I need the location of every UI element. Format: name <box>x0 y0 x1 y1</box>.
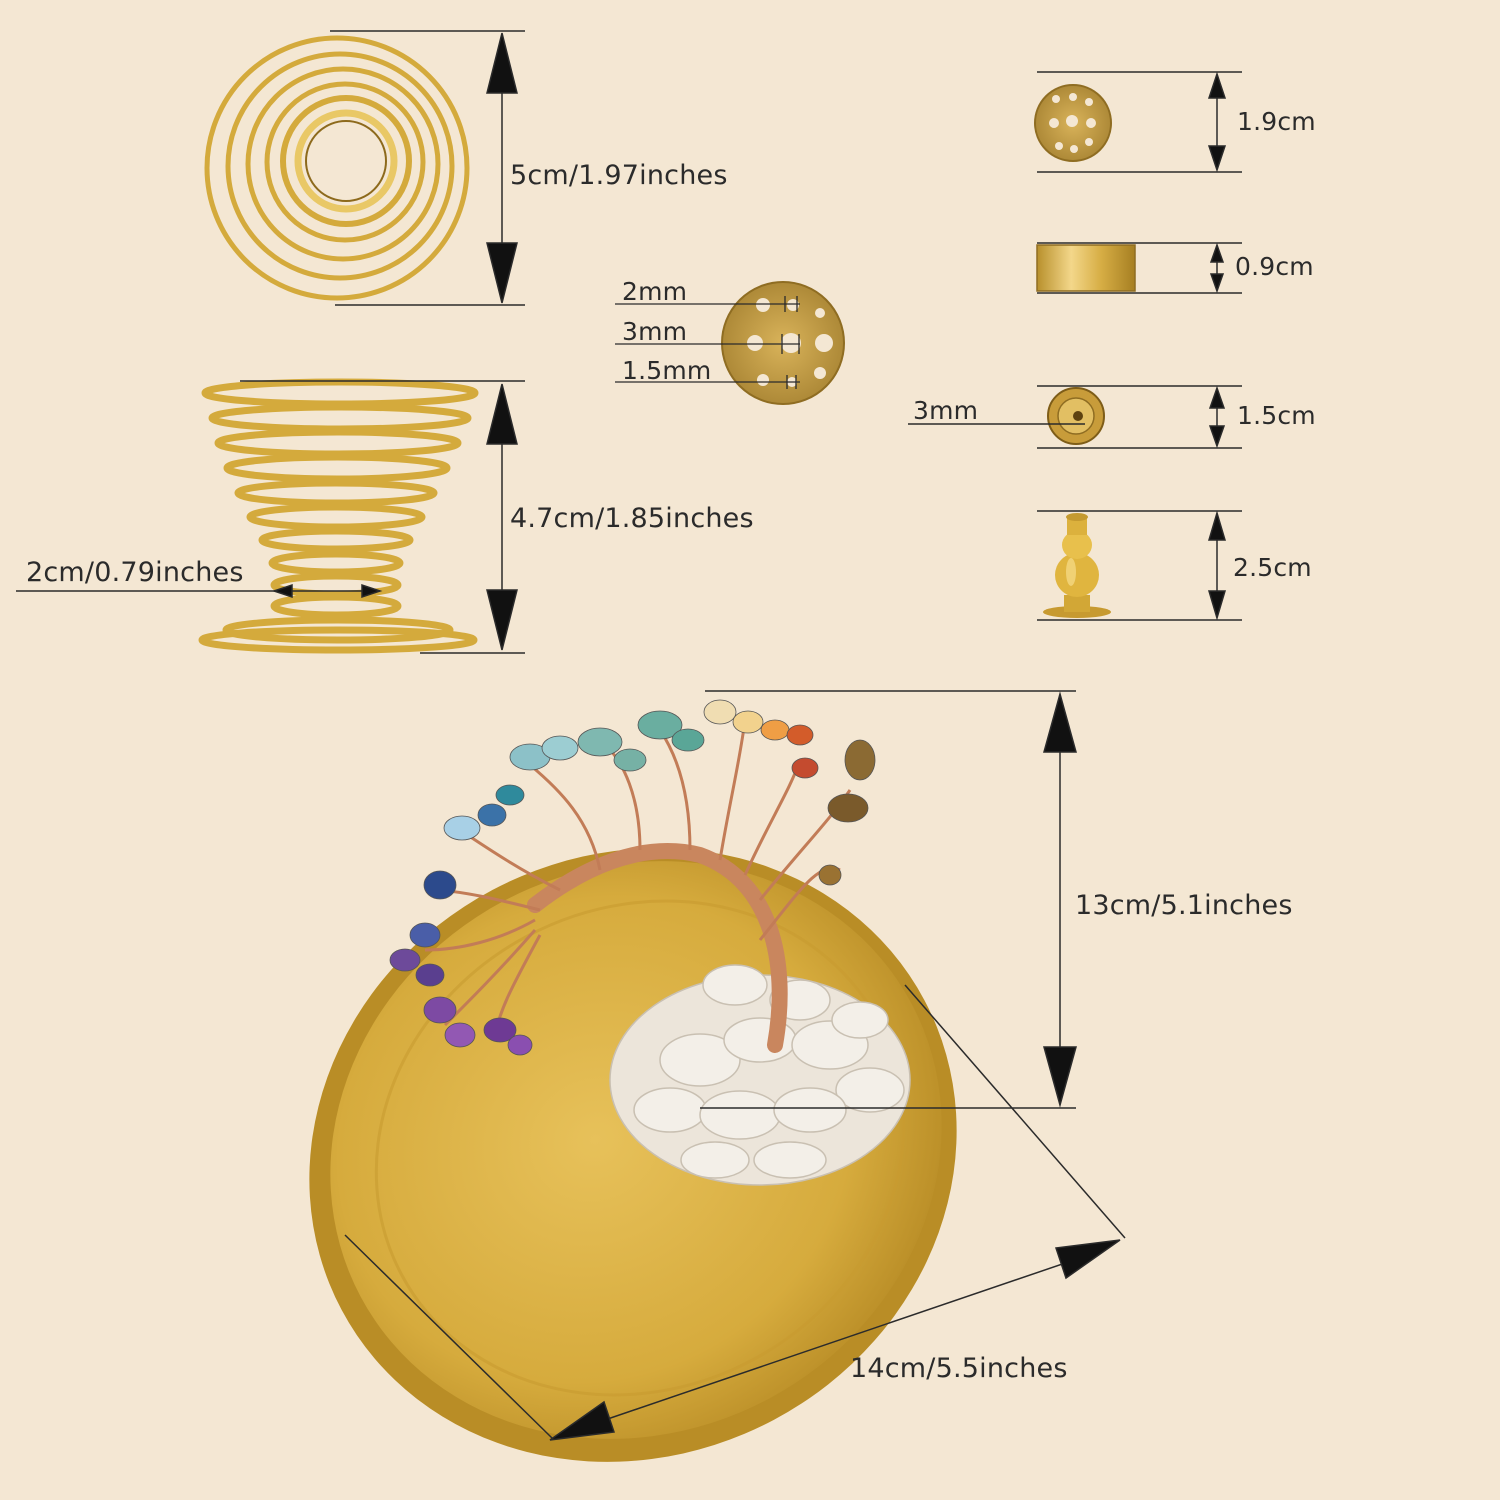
spiral-side-dimension <box>240 380 525 654</box>
small-perforated-disc <box>1034 84 1112 162</box>
quartz-chip-base <box>609 964 911 1186</box>
spiral-top-dimension <box>330 30 525 306</box>
perforated-brass-disc <box>721 281 845 405</box>
gourd-incense-holder <box>1043 513 1111 618</box>
disc-hole-small-label: 2mm <box>622 277 688 306</box>
small-disc-dimension <box>1037 71 1242 173</box>
brass-cap <box>1047 387 1105 445</box>
spiral-base-width-dimension <box>16 583 383 599</box>
tray-diameter-label: 14cm/5.5inches <box>850 1353 1068 1384</box>
brass-ring <box>1036 244 1136 292</box>
tree-height-dimension <box>700 690 1077 1109</box>
spiral-coil-stand-side-view <box>198 378 479 654</box>
spiral-base-width-label: 2cm/0.79inches <box>26 557 244 588</box>
disc-hole-mid-label: 3mm <box>622 317 688 346</box>
ring-height-label: 0.9cm <box>1235 252 1314 281</box>
cap-hole-label: 3mm <box>913 396 979 425</box>
tray-diameter-dimension <box>344 984 1126 1441</box>
small-disc-size-label: 1.9cm <box>1237 107 1316 136</box>
spiral-top-height-label: 5cm/1.97inches <box>510 160 728 191</box>
holder-height-label: 2.5cm <box>1233 553 1312 582</box>
ring-dimension <box>1037 242 1242 294</box>
disc-hole-leaders <box>615 296 800 389</box>
spiral-coil-top-view <box>204 35 470 301</box>
cap-size-label: 1.5cm <box>1237 401 1316 430</box>
disc-hole-tiny-label: 1.5mm <box>622 356 712 385</box>
holder-dimension <box>1037 510 1242 621</box>
cap-dimension <box>908 385 1242 449</box>
gemstone-tree <box>389 699 911 1186</box>
tree-height-label: 13cm/5.1inches <box>1075 890 1293 921</box>
spiral-side-height-label: 4.7cm/1.85inches <box>510 503 754 534</box>
